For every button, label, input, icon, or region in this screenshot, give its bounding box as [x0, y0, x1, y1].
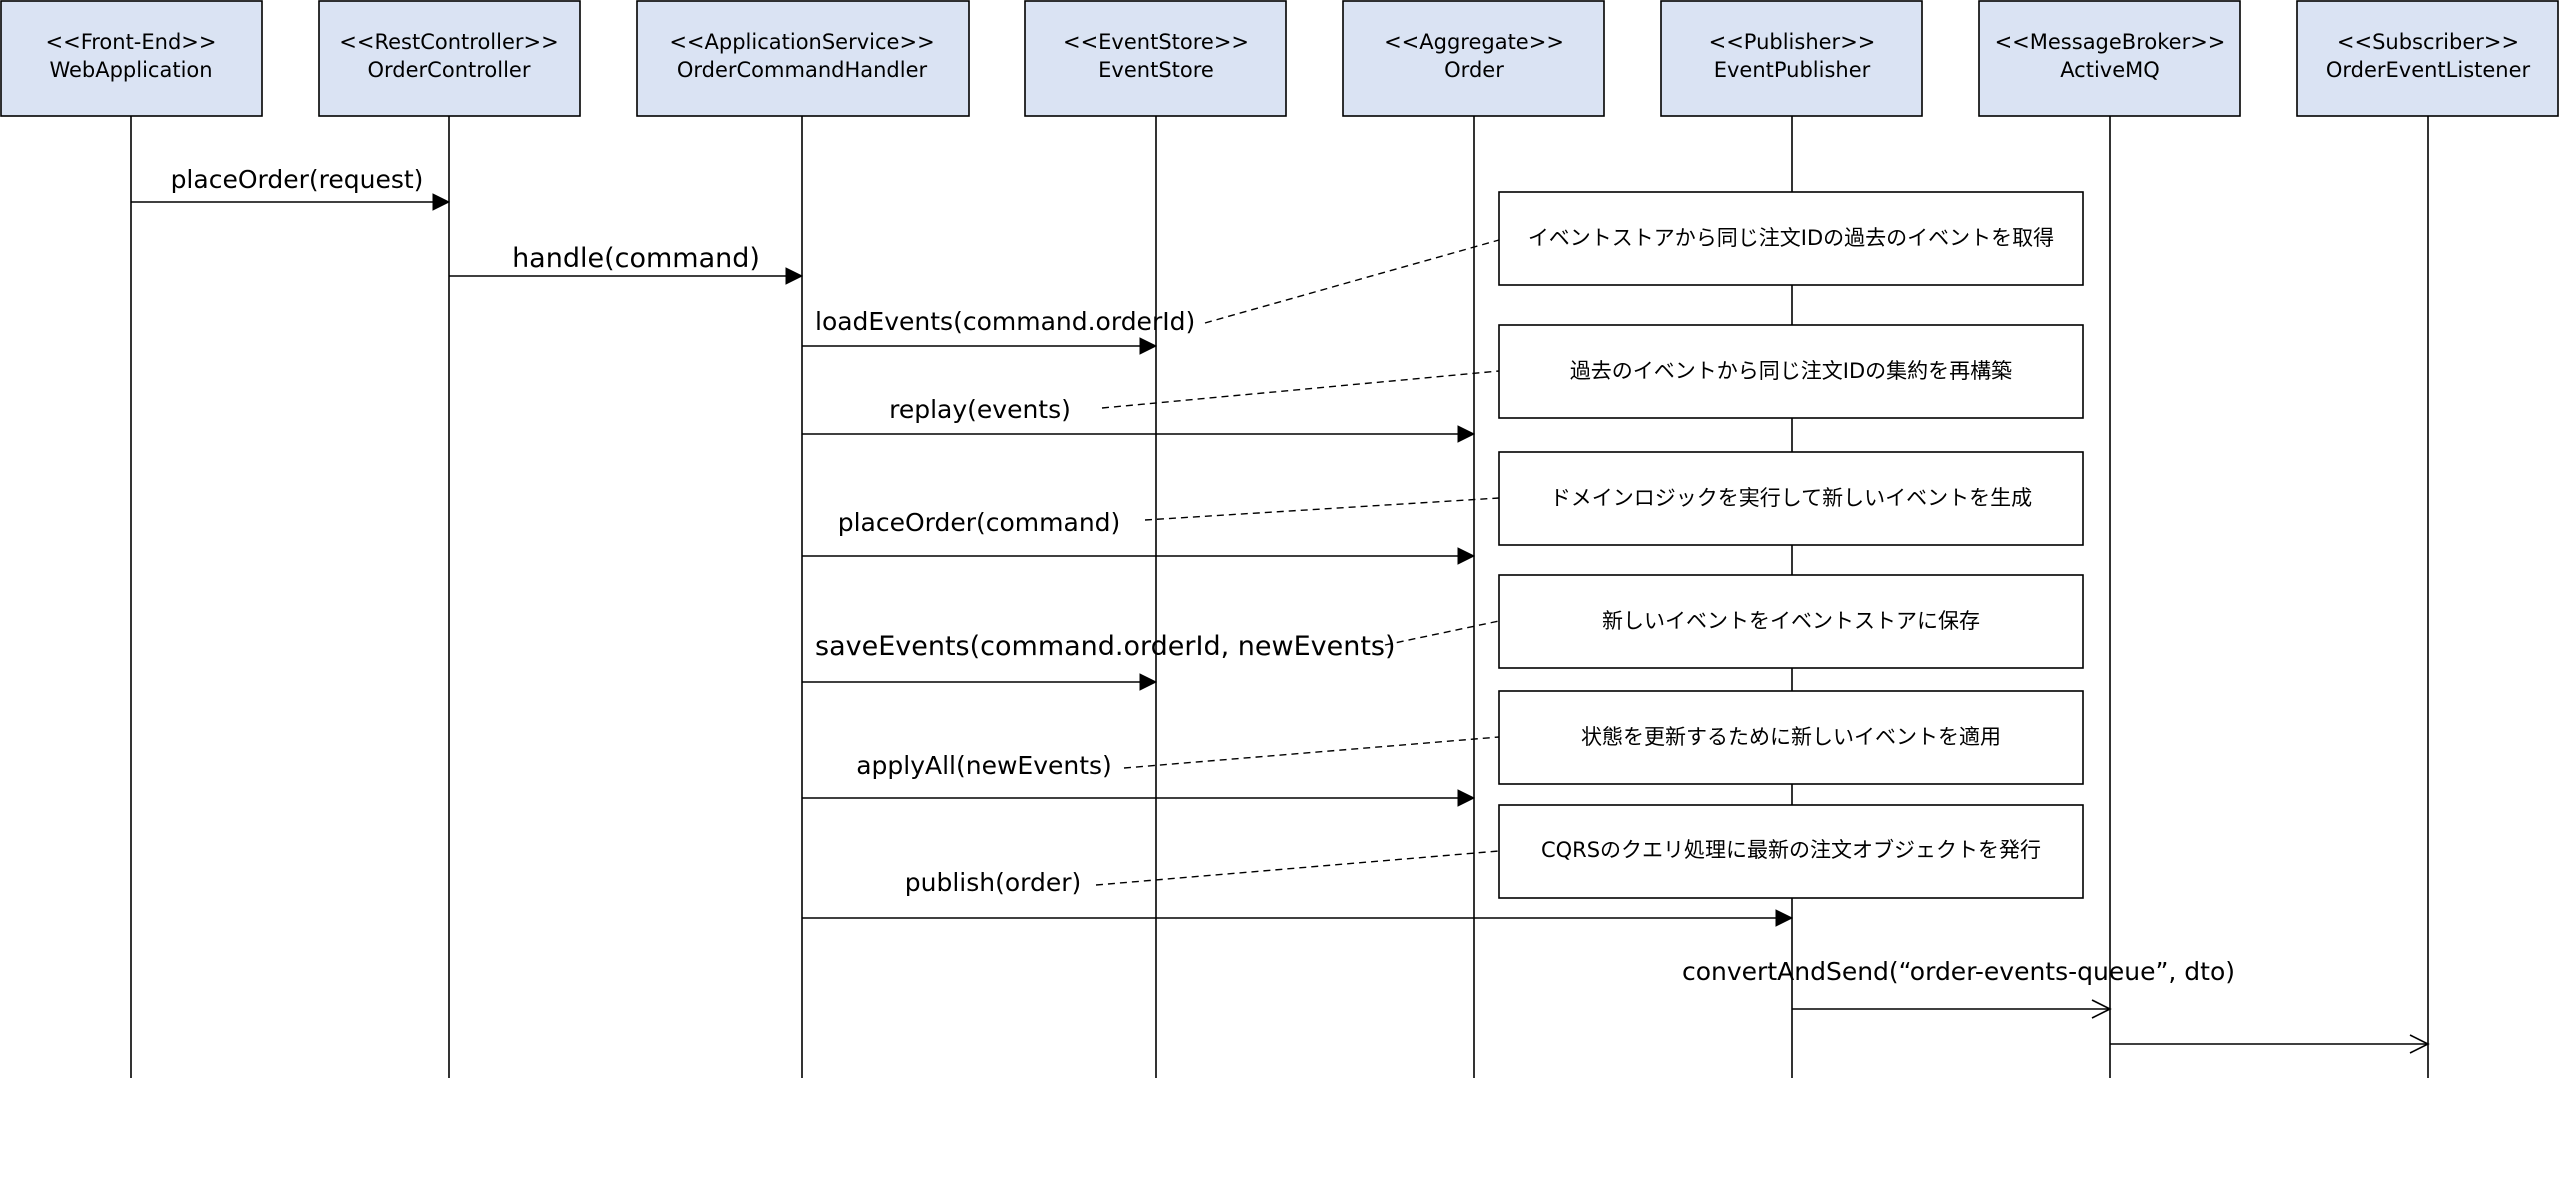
participant-name: EventStore [1098, 58, 1214, 82]
note-place-order: ドメインロジックを実行して新しいイベントを生成 [1498, 451, 2084, 546]
participant-name: OrderEventListener [2326, 58, 2531, 82]
arrowhead [432, 193, 451, 211]
note-load-events: イベントストアから同じ注文IDの過去のイベントを取得 [1498, 191, 2084, 286]
participant-stereotype: <<Front-End>> [46, 30, 217, 54]
note-connector-apply-all [1123, 736, 1500, 769]
note-replay: 過去のイベントから同じ注文IDの集約を再構築 [1498, 324, 2084, 419]
message-label: placeOrder(request) [171, 165, 424, 194]
arrowhead [1457, 425, 1476, 443]
participant-stereotype: <<ApplicationService>> [669, 30, 934, 54]
message-replay-events: replay(events) [802, 395, 1476, 443]
participant-name: Order [1444, 58, 1504, 82]
message-label: loadEvents(command.orderId) [815, 307, 1195, 336]
note-text: CQRSのクエリ処理に最新の注文オブジェクトを発行 [1541, 838, 2041, 862]
note-text: 過去のイベントから同じ注文IDの集約を再構築 [1570, 359, 2012, 383]
note-connector-save-events [1384, 620, 1500, 646]
note-connector-load-events [1204, 239, 1500, 324]
message-load-events: loadEvents(command.orderId) [802, 307, 1195, 355]
note-connector-replay [1101, 370, 1500, 409]
participant-stereotype: <<RestController>> [339, 30, 558, 54]
participant-name: OrderController [368, 58, 531, 82]
note-text: 新しいイベントをイベントストアに保存 [1602, 609, 1980, 633]
note-connector-place-order [1144, 497, 1500, 521]
note-connector-publish [1095, 850, 1500, 886]
participant-name: EventPublisher [1714, 58, 1871, 82]
message-deliver-to-listener [2110, 1034, 2430, 1054]
participant-order-command-handler[interactable]: <<ApplicationService>> OrderCommandHandl… [636, 0, 970, 117]
note-connectors [1095, 239, 1500, 886]
arrowhead [1139, 337, 1158, 355]
note-publish: CQRSのクエリ処理に最新の注文オブジェクトを発行 [1498, 804, 2084, 899]
message-label: applyAll(newEvents) [856, 751, 1112, 780]
note-text: イベントストアから同じ注文IDの過去のイベントを取得 [1528, 226, 2054, 250]
participant-stereotype: <<Subscriber>> [2337, 30, 2519, 54]
message-save-events: saveEvents(command.orderId, newEvents) [802, 631, 1396, 691]
message-label: convertAndSend(“order-events-queue”, dto… [1682, 957, 2235, 986]
note-text: ドメインロジックを実行して新しいイベントを生成 [1550, 486, 2032, 510]
note-save-events: 新しいイベントをイベントストアに保存 [1498, 574, 2084, 669]
arrowhead [1457, 789, 1476, 807]
note-apply-all: 状態を更新するために新しいイベントを適用 [1498, 690, 2084, 785]
message-label: replay(events) [889, 395, 1071, 424]
message-label: saveEvents(command.orderId, newEvents) [815, 631, 1396, 662]
participant-stereotype: <<Aggregate>> [1384, 30, 1564, 54]
participant-stereotype: <<Publisher>> [1709, 30, 1876, 54]
participant-order-controller[interactable]: <<RestController>> OrderController [318, 0, 581, 117]
arrowhead [1775, 909, 1794, 927]
message-place-order-command: placeOrder(command) [802, 508, 1476, 565]
participant-order[interactable]: <<Aggregate>> Order [1342, 0, 1605, 117]
arrowhead-open [2409, 1034, 2430, 1054]
participant-stereotype: <<MessageBroker>> [1995, 30, 2226, 54]
message-apply-all: applyAll(newEvents) [802, 751, 1476, 807]
participant-name: ActiveMQ [2060, 58, 2160, 82]
participant-web-application[interactable]: <<Front-End>> WebApplication [0, 0, 263, 117]
arrowhead [1457, 547, 1476, 565]
message-place-order-request: placeOrder(request) [131, 165, 451, 211]
participant-order-event-listener[interactable]: <<Subscriber>> OrderEventListener [2296, 0, 2559, 117]
participant-name: OrderCommandHandler [677, 58, 928, 82]
message-label: publish(order) [905, 868, 1082, 897]
participant-name: WebApplication [49, 58, 212, 82]
message-handle-command: handle(command) [449, 243, 804, 285]
message-convert-and-send: convertAndSend(“order-events-queue”, dto… [1682, 957, 2235, 1019]
arrowhead [785, 267, 804, 285]
participant-stereotype: <<EventStore>> [1063, 30, 1249, 54]
message-label: placeOrder(command) [838, 508, 1121, 537]
note-text: 状態を更新するために新しいイベントを適用 [1581, 725, 2001, 749]
participant-event-store[interactable]: <<EventStore>> EventStore [1024, 0, 1287, 117]
arrowhead [1139, 673, 1158, 691]
message-label: handle(command) [512, 243, 760, 274]
participant-active-mq[interactable]: <<MessageBroker>> ActiveMQ [1978, 0, 2241, 117]
arrowhead-open [2091, 999, 2112, 1019]
message-publish-order: publish(order) [802, 868, 1794, 927]
participant-event-publisher[interactable]: <<Publisher>> EventPublisher [1660, 0, 1923, 117]
